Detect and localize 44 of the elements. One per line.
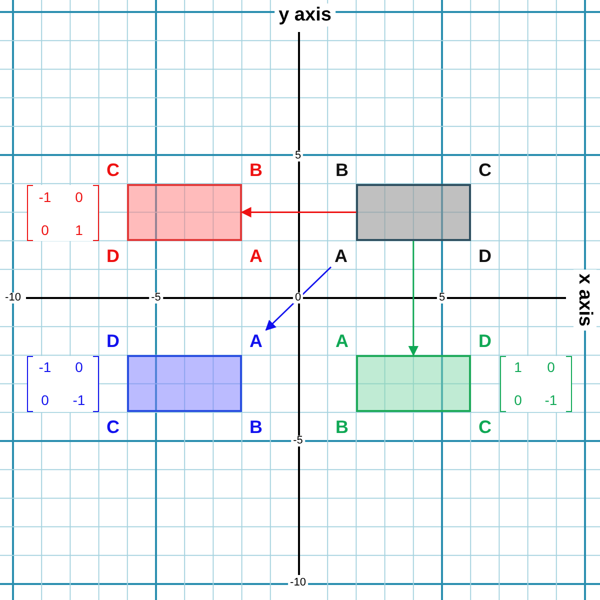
vertex-label: C xyxy=(478,161,492,179)
rectangle-shape xyxy=(356,184,471,241)
vertex-label: A xyxy=(250,247,262,265)
matrix-entry: 0 xyxy=(41,393,49,407)
rectangle-shape xyxy=(127,184,242,241)
arrow xyxy=(265,266,332,331)
matrix-entry: -1 xyxy=(38,190,52,204)
rectangle-shape xyxy=(356,355,471,412)
tick-label: 5 xyxy=(436,292,448,304)
matrix-entry: 1 xyxy=(75,223,83,237)
tick-label: -5 xyxy=(291,436,305,446)
matrix-entry: 1 xyxy=(514,360,522,374)
vertex-label: D xyxy=(478,332,492,350)
vertex-label: C xyxy=(106,418,120,436)
tick-label: 5 xyxy=(292,150,304,162)
vertex-label: B xyxy=(336,161,348,179)
rectangle-shape xyxy=(127,355,242,412)
axis-title: x axis xyxy=(574,270,596,330)
matrix-entry: 0 xyxy=(75,360,83,374)
matrix-entry: 0 xyxy=(547,360,555,374)
vertex-label: A xyxy=(333,245,349,267)
vertex-label: B xyxy=(336,418,348,436)
matrix-entry: 0 xyxy=(514,393,522,407)
axis-title: y axis xyxy=(274,4,336,26)
vertex-label: A xyxy=(248,330,264,352)
vertex-label: D xyxy=(478,247,492,265)
arrow xyxy=(240,206,356,218)
matrix-entry: -1 xyxy=(72,393,86,407)
vertex-label: D xyxy=(106,332,120,350)
matrix-entry: 0 xyxy=(75,190,83,204)
tick-label: -5 xyxy=(149,292,163,304)
tick-label: -10 xyxy=(288,578,308,588)
tick-label: -10 xyxy=(3,292,23,304)
matrix-entry: 0 xyxy=(41,223,49,237)
vertex-label: B xyxy=(250,161,262,179)
vertex-label: C xyxy=(478,418,492,436)
vertex-label: B xyxy=(250,418,262,436)
vertex-label: D xyxy=(106,247,120,265)
matrix-entry: -1 xyxy=(38,360,52,374)
arrow xyxy=(408,240,419,356)
tick-label: 0 xyxy=(292,292,304,304)
vertex-label: C xyxy=(106,161,120,179)
vertex-label: A xyxy=(336,332,348,350)
matrix-entry: -1 xyxy=(544,393,558,407)
